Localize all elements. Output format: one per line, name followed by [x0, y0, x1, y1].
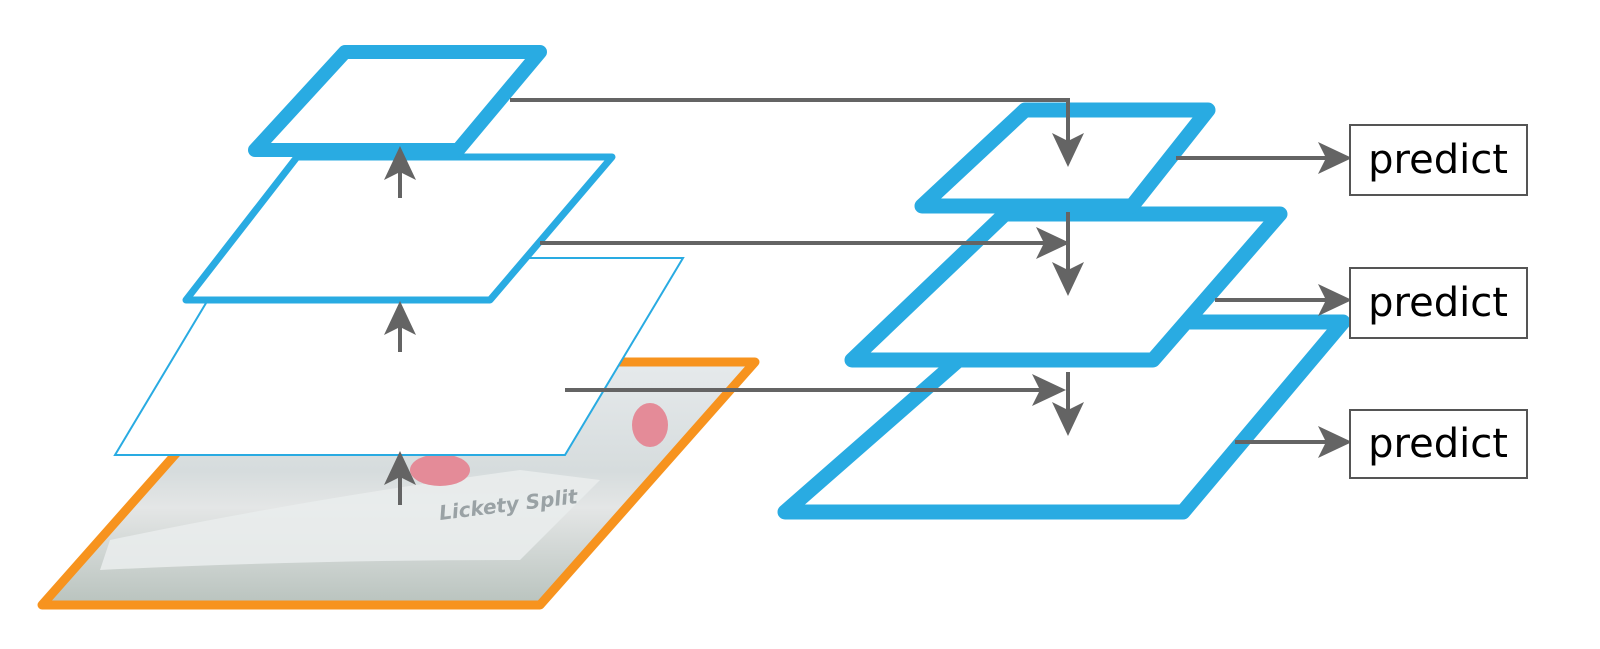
- top-down-level-3: [914, 102, 1216, 214]
- lateral-arrow-top: [510, 98, 1084, 167]
- bottom-up-level-1: [113, 257, 685, 456]
- predict-label: predict: [1368, 137, 1508, 183]
- predict-box: predict: [1349, 124, 1528, 196]
- bottom-up-level-3: [248, 45, 547, 157]
- boat-hull: [100, 470, 600, 570]
- bottom-up-level-2: [182, 153, 616, 304]
- predict-label: predict: [1368, 280, 1508, 326]
- predict-box: predict: [1349, 409, 1528, 479]
- sailor-red-2: [632, 403, 668, 447]
- predict-box: predict: [1349, 267, 1528, 339]
- sailor-red: [410, 454, 470, 486]
- predict-label: predict: [1368, 421, 1508, 467]
- lateral-arrows: [510, 98, 1352, 458]
